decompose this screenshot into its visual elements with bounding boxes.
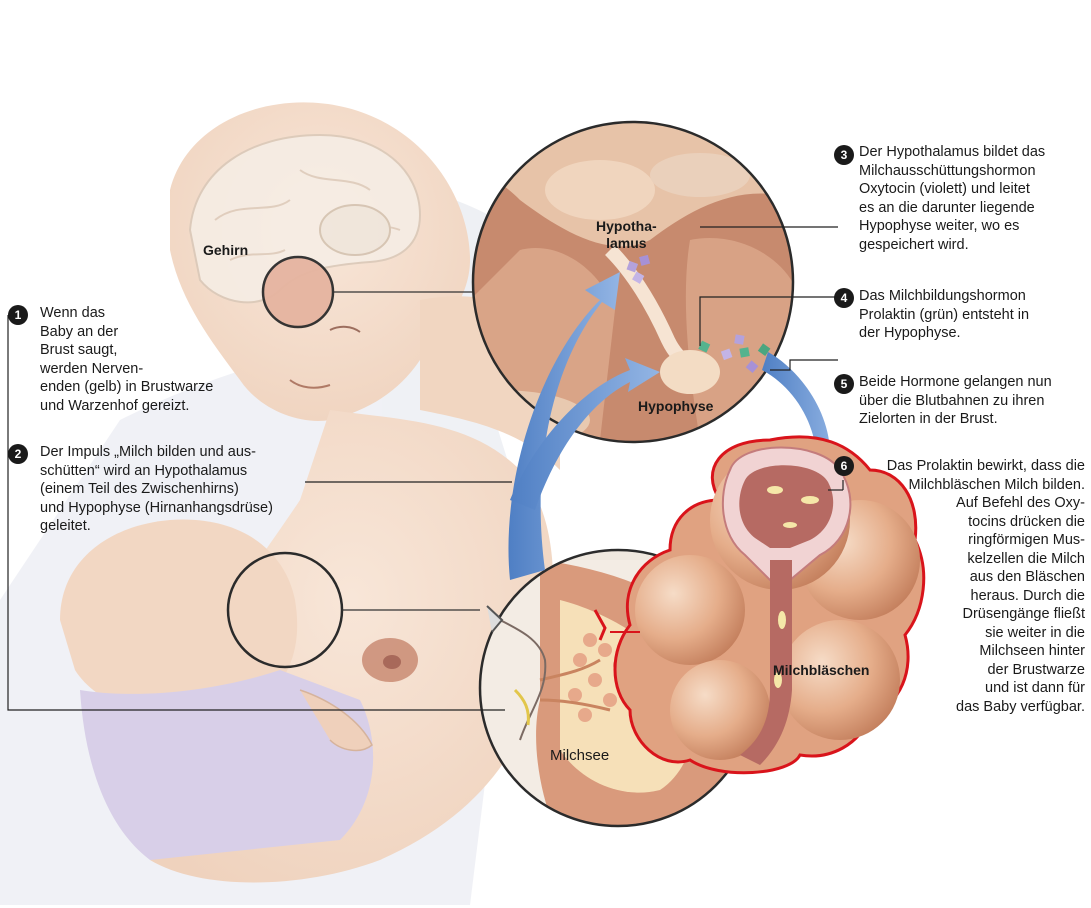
- step-6-line: Drüsengänge fließt: [962, 606, 1085, 622]
- baby-figure: [60, 519, 374, 860]
- step-6-line: das Baby verfügbar.: [956, 698, 1085, 715]
- head-zoom-circle: [261, 255, 335, 329]
- step-2-line: Der Impuls „Milch bilden und aus-: [40, 444, 256, 460]
- step-1-line: Brust saugt,: [40, 342, 118, 358]
- step-3-line: Der Hypothalamus bildet das: [859, 144, 1046, 160]
- step-3-line: es an die darunter liegende: [859, 199, 1035, 216]
- leader-lines: [7, 226, 844, 711]
- oxytocin-particles: [626, 254, 759, 374]
- step-5-line: Beide Hormone gelangen nun: [859, 374, 1052, 390]
- step-5-text: Beide Hormone gelangen nun über die Blut…: [859, 373, 1052, 429]
- step-2-line: geleitet.: [40, 518, 91, 534]
- label-hypothalamus-line1: Hypotha-: [596, 218, 657, 234]
- step-1-text: Wenn das Baby an der Brust saugt, werden…: [40, 304, 213, 415]
- prolactin-particles: [698, 340, 771, 358]
- step-3-badge: 3: [834, 145, 854, 165]
- step-3-line: Oxytocin (violett) und leitet: [859, 181, 1030, 197]
- milk-alveoli: [593, 435, 926, 775]
- step-3-line: gespeichert wird.: [859, 236, 969, 253]
- step-1-line: werden Nerven-: [40, 360, 144, 377]
- label-hypothalamus-line2: lamus: [606, 235, 647, 251]
- step-5-badge: 5: [834, 374, 854, 394]
- step-6-line: Das Prolaktin bewirkt, dass die: [886, 458, 1085, 474]
- step-4-badge: 4: [834, 288, 854, 308]
- label-hypothalamus: Hypotha- lamus: [596, 218, 657, 252]
- step-2-text: Der Impuls „Milch bilden und aus- schütt…: [40, 443, 273, 536]
- step-4-line: der Hypophyse.: [859, 325, 961, 341]
- step-6-line: aus den Bläschen: [969, 569, 1085, 585]
- step-6-line: ringförmigen Mus-: [968, 532, 1085, 548]
- step-3-line: Hypophyse weiter, wo es: [859, 218, 1020, 234]
- step-6-line: der Brustwarze: [987, 661, 1085, 678]
- step-4-text: Das Milchbildungshormon Prolaktin (grün)…: [859, 287, 1029, 343]
- step-1-line: Baby an der: [40, 323, 119, 340]
- step-2-line: schütten“ wird an Hypothalamus: [40, 462, 248, 479]
- step-1-line: und Warzenhof gereizt.: [40, 397, 190, 414]
- step-4-line: Prolaktin (grün) entsteht in: [859, 306, 1030, 323]
- step-6-line: heraus. Durch die: [970, 587, 1085, 604]
- label-milk-sinus: Milchsee: [550, 747, 610, 764]
- label-brain: Gehirn: [203, 242, 249, 258]
- step-2-line: und Hypophyse (Hirnanhangsdrüse): [40, 499, 273, 516]
- step-6-line: Milchseen hinter: [979, 643, 1085, 659]
- step-1-line: Wenn das: [40, 305, 106, 321]
- step-6-line: kelzellen die Milch: [967, 550, 1085, 567]
- step-3-text: Der Hypothalamus bildet das Milchausschü…: [859, 143, 1045, 254]
- step-6-badge: 6: [834, 456, 854, 476]
- step-6-text: Das Prolaktin bewirkt, dass die Milchblä…: [845, 457, 1085, 716]
- step-6-line: Milchbläschen Milch bilden.: [908, 476, 1086, 493]
- step-6-line: tocins drücken die: [968, 513, 1085, 530]
- step-2-badge: 2: [8, 444, 28, 464]
- step-6-line: und ist dann für: [985, 680, 1085, 696]
- step-3-line: Milchausschüttungshormon: [859, 162, 1036, 179]
- step-1-badge: 1: [8, 305, 28, 325]
- step-5-line: Zielorten in der Brust.: [859, 411, 998, 427]
- step-1-line: enden (gelb) in Brustwarze: [40, 379, 214, 395]
- label-alveoli: Milchbläschen: [773, 662, 870, 678]
- step-2-line: (einem Teil des Zwischenhirns): [40, 481, 239, 497]
- step-5-line: über die Blutbahnen zu ihren: [859, 392, 1045, 409]
- step-4-line: Das Milchbildungshormon: [859, 288, 1026, 304]
- step-6-line: Auf Befehl des Oxy-: [956, 495, 1085, 511]
- step-6-line: sie weiter in die: [985, 624, 1085, 641]
- label-pituitary: Hypophyse: [638, 398, 714, 414]
